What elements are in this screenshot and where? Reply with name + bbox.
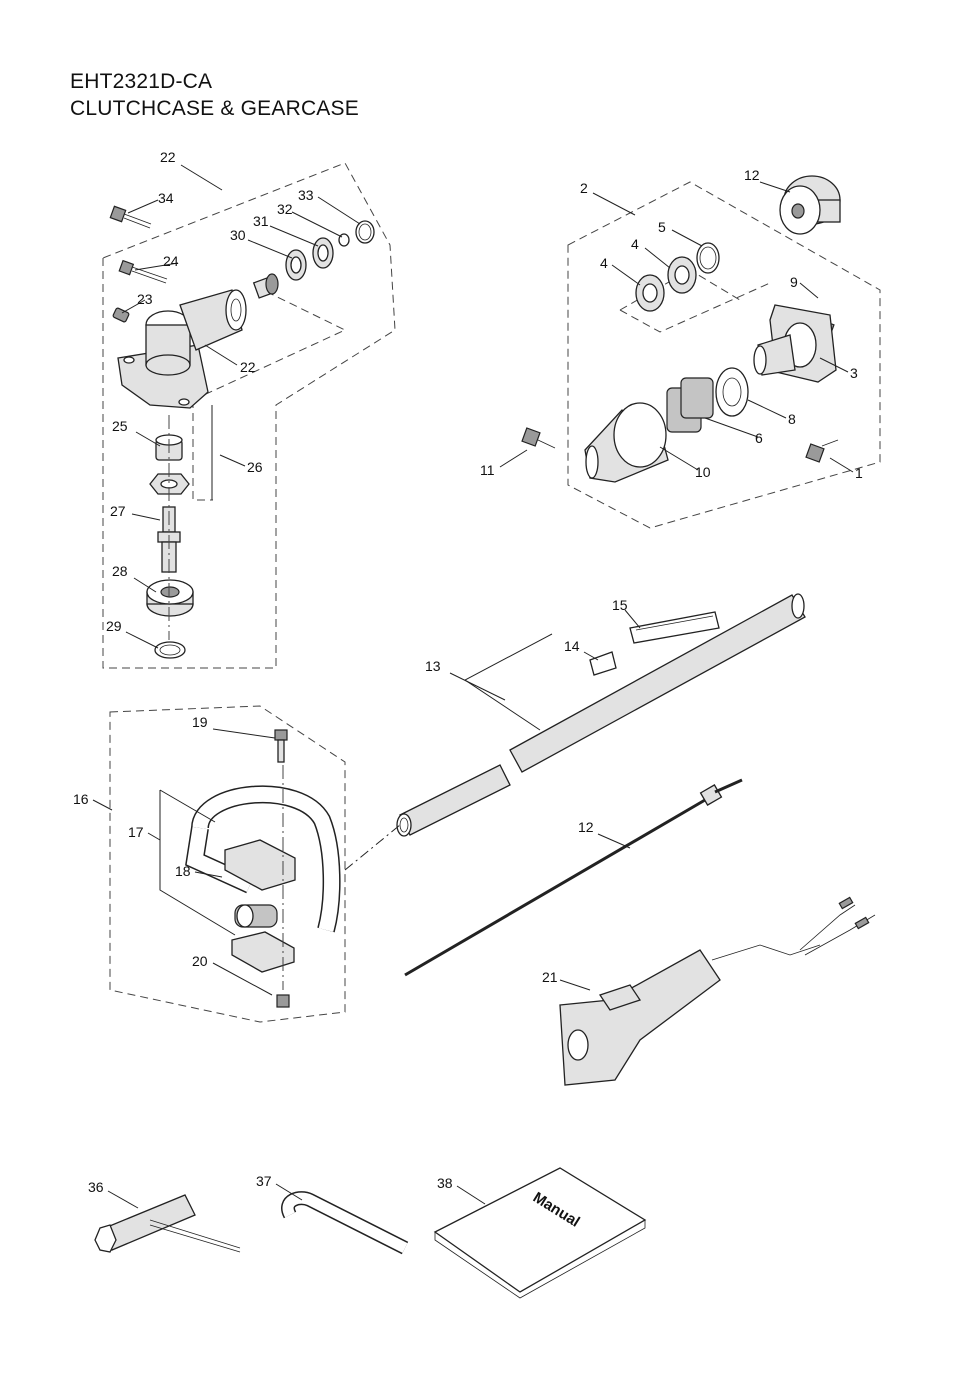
callout-32: 31 bbox=[253, 213, 269, 229]
throttle-handle-21 bbox=[559, 896, 876, 1086]
callout-20: 20 bbox=[192, 953, 208, 969]
decal-14 bbox=[589, 651, 617, 676]
bolt-25 bbox=[118, 259, 168, 284]
callout-19: 19 bbox=[192, 714, 208, 730]
callout-37: 37 bbox=[256, 1173, 272, 1189]
callout-31: 30 bbox=[230, 227, 246, 243]
circlip-30 bbox=[154, 641, 186, 659]
callout-30: 29 bbox=[106, 618, 122, 634]
bearing-31 bbox=[285, 249, 307, 281]
spacer-handle bbox=[234, 904, 278, 928]
callout-12: 12 bbox=[578, 819, 594, 835]
callout-10: 11 bbox=[480, 462, 495, 478]
gearcase-group bbox=[102, 162, 396, 669]
callout-33: 32 bbox=[277, 201, 293, 217]
model-number: EHT2321D-CA bbox=[70, 70, 213, 93]
callout-22: 22 bbox=[160, 149, 176, 165]
bolt-19 bbox=[274, 729, 288, 763]
callout-13: 13 bbox=[425, 658, 441, 674]
diagram-title: EHT2321D-CA CLUTCHCASE & GEARCASE bbox=[70, 68, 359, 122]
callout-26: 25 bbox=[112, 418, 128, 434]
callout-4a: 4 bbox=[631, 236, 639, 252]
clutch-cover-9 bbox=[584, 402, 669, 483]
decal-15 bbox=[629, 611, 720, 644]
callout-15: 15 bbox=[612, 597, 628, 613]
callout-27: 26 bbox=[247, 459, 263, 475]
plate-7 bbox=[715, 367, 749, 417]
circlip-34 bbox=[355, 220, 375, 244]
circlip-5 bbox=[696, 242, 720, 274]
bearing-4a bbox=[667, 256, 697, 294]
callout-2: 2 bbox=[580, 180, 588, 196]
manual-38: Manual bbox=[433, 1167, 647, 1299]
gear-case-23 bbox=[117, 289, 247, 409]
clutch-drum-11 bbox=[779, 175, 841, 235]
callout-29: 28 bbox=[112, 563, 128, 579]
callout-34: 33 bbox=[298, 187, 314, 203]
bolt-35 bbox=[109, 205, 152, 229]
clamp-top-18 bbox=[224, 839, 296, 891]
callout-17: 17 bbox=[128, 824, 144, 840]
loop-handle bbox=[185, 785, 341, 933]
shaft-pipe-13 bbox=[396, 593, 806, 837]
callout-1: 1 bbox=[855, 465, 863, 481]
callout-5: 5 bbox=[658, 219, 666, 235]
bolt-10 bbox=[521, 427, 556, 449]
callout-14: 14 bbox=[564, 638, 580, 654]
callout-38: 38 bbox=[437, 1175, 453, 1191]
callout-3: 3 bbox=[850, 365, 858, 381]
callout-8: 9 bbox=[790, 274, 798, 290]
damper-6 bbox=[666, 377, 714, 433]
callout-23: 22 bbox=[240, 359, 256, 375]
section-title: CLUTCHCASE & GEARCASE bbox=[70, 97, 359, 120]
callout-28: 27 bbox=[110, 503, 126, 519]
clutchcase-group bbox=[521, 175, 881, 529]
callout-18: 18 bbox=[175, 863, 191, 879]
bolt-1 bbox=[805, 439, 839, 463]
callout-36: 36 bbox=[88, 1179, 104, 1195]
callout-4b: 4 bbox=[600, 255, 608, 271]
bearing-32 bbox=[312, 237, 334, 269]
callout-6: 6 bbox=[755, 430, 763, 446]
handle-group bbox=[109, 705, 346, 1023]
bearing-4b bbox=[635, 274, 665, 312]
callout-labels: 22 34 24 23 22 30 31 32 33 25 26 27 28 2… bbox=[73, 149, 863, 1195]
pinion-gear bbox=[252, 273, 279, 299]
nut-20 bbox=[276, 994, 290, 1008]
hex-key-37 bbox=[281, 1191, 409, 1255]
callout-16: 16 bbox=[73, 791, 89, 807]
leader-lines bbox=[92, 164, 854, 1209]
callout-7: 8 bbox=[788, 411, 796, 427]
callout-25: 24 bbox=[163, 253, 179, 269]
clamp-bottom bbox=[231, 931, 295, 973]
clutch-case-3 bbox=[753, 304, 837, 383]
callout-11: 12 bbox=[744, 167, 760, 183]
callout-35: 34 bbox=[158, 190, 174, 206]
drive-shaft-12 bbox=[404, 778, 743, 977]
plug-wrench-36 bbox=[94, 1194, 241, 1253]
callout-21: 21 bbox=[542, 969, 558, 985]
callout-24: 23 bbox=[137, 291, 153, 307]
ball-bearing-29 bbox=[146, 579, 194, 617]
callout-9: 10 bbox=[695, 464, 711, 480]
